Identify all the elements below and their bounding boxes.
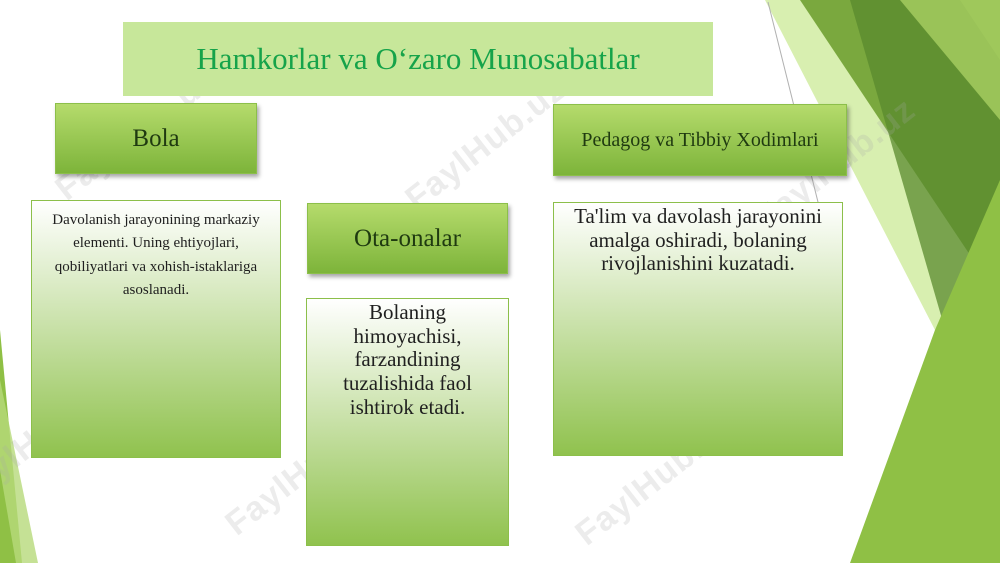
column-description: Bolaning himoyachisi, farzandining tuzal… <box>343 300 472 419</box>
column-description: Ta'lim va davolash jarayonini amalga osh… <box>574 204 822 276</box>
column-header-label: Bola <box>132 124 180 152</box>
page-title: Hamkorlar va O‘zaro Munosabatlar <box>196 41 640 76</box>
column-header-pedagog: Pedagog va Tibbiy Xodimlari <box>553 104 847 176</box>
column-header-ota-onalar: Ota-onalar <box>307 203 508 274</box>
column-header-bola: Bola <box>55 103 257 174</box>
column-text-box-pedagog: Ta'lim va davolash jarayonini amalga osh… <box>553 202 843 456</box>
column-header-label: Ota-onalar <box>354 224 461 252</box>
title-banner: Hamkorlar va O‘zaro Munosabatlar <box>123 22 713 96</box>
column-description: Davolanish jarayonining markaziy element… <box>52 212 260 298</box>
column-text-box-ota-onalar: Bolaning himoyachisi, farzandining tuzal… <box>306 298 509 546</box>
column-header-label: Pedagog va Tibbiy Xodimlari <box>581 128 819 151</box>
column-text-box-bola: Davolanish jarayonining markaziy element… <box>31 200 281 458</box>
